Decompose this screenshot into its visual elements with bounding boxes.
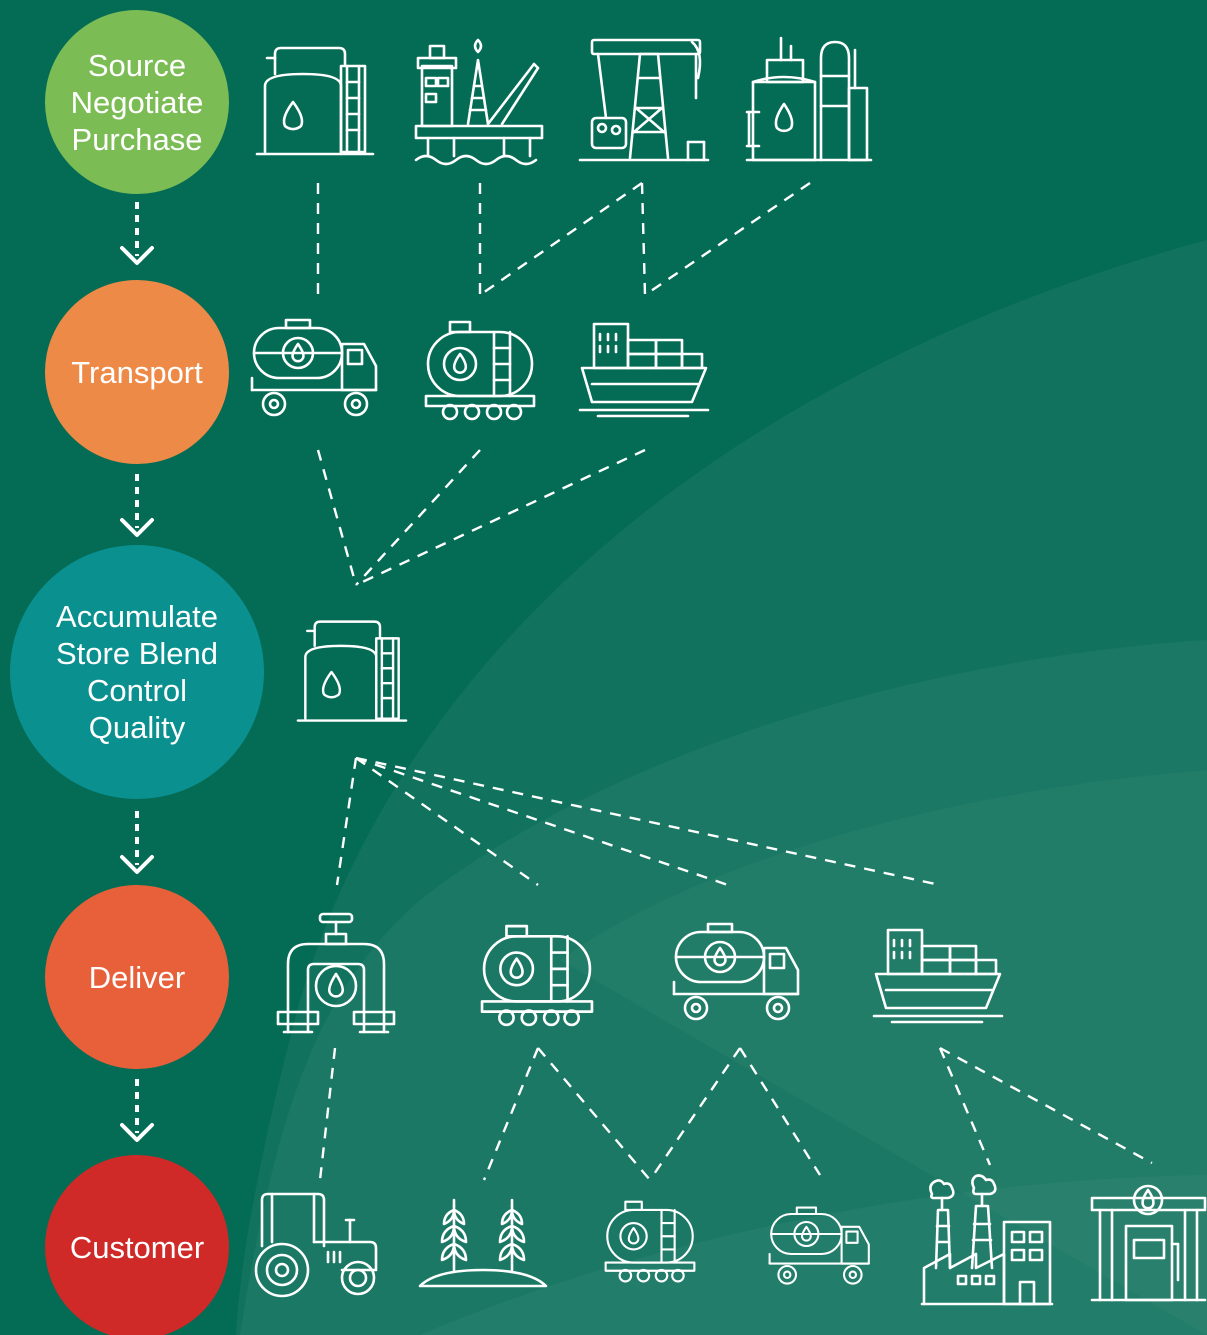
connector-line xyxy=(316,449,358,586)
connector-line xyxy=(479,182,643,296)
connector-line xyxy=(938,1047,992,1166)
down-arrow-icon xyxy=(117,1076,157,1148)
stage-deliver: Deliver xyxy=(45,885,229,1069)
connector-line xyxy=(355,449,481,586)
connector-line xyxy=(649,1047,741,1181)
connector-line xyxy=(355,757,539,886)
connector-line xyxy=(355,756,729,887)
pipeline-valve-icon xyxy=(274,912,398,1036)
connector-line xyxy=(335,757,358,886)
down-arrow-icon xyxy=(117,472,157,542)
connector-line xyxy=(318,1047,337,1181)
connector-line xyxy=(939,1046,1153,1165)
tanker-truck-icon xyxy=(248,318,382,418)
stage-source-label: Source Negotiate Purchase xyxy=(70,47,204,157)
rail-tank-car-icon xyxy=(424,320,536,422)
connector-line xyxy=(355,756,941,887)
connector-line xyxy=(482,1047,540,1181)
stage-customer-label: Customer xyxy=(69,1229,205,1265)
stage-customer: Customer xyxy=(45,1155,229,1335)
pumpjack-icon xyxy=(578,38,710,164)
tanker-truck-icon xyxy=(766,1206,874,1286)
fuel-station-icon xyxy=(1090,1184,1207,1304)
connector-line xyxy=(640,182,647,296)
rail-tank-car-icon xyxy=(604,1198,696,1286)
down-arrow-icon xyxy=(117,200,157,270)
connector-line xyxy=(738,1047,822,1176)
stage-accumulate-label: Accumulate Store Blend Control Quality xyxy=(56,599,218,745)
down-arrow-icon xyxy=(117,808,157,880)
crops-icon xyxy=(416,1196,550,1292)
tanker-truck-icon xyxy=(670,922,804,1022)
stage-source: Source Negotiate Purchase xyxy=(45,10,229,194)
stage-accumulate: Accumulate Store Blend Control Quality xyxy=(10,545,264,799)
stage-deliver-label: Deliver xyxy=(88,959,186,995)
rail-tank-car-icon xyxy=(480,924,594,1028)
stage-transport-label: Transport xyxy=(71,354,203,390)
tractor-icon xyxy=(252,1190,384,1298)
oil-storage-tank-icon xyxy=(292,616,412,728)
cargo-ship-icon xyxy=(578,322,710,418)
connector-line xyxy=(644,182,811,296)
stage-transport: Transport xyxy=(45,280,229,464)
connector-line xyxy=(355,448,646,587)
offshore-oil-rig-icon xyxy=(414,38,544,166)
cargo-ship-icon xyxy=(872,928,1004,1024)
connector-line xyxy=(537,1047,651,1181)
refinery-icon xyxy=(745,36,873,164)
oil-storage-tank-icon xyxy=(255,42,375,162)
factory-icon xyxy=(920,1174,1054,1308)
